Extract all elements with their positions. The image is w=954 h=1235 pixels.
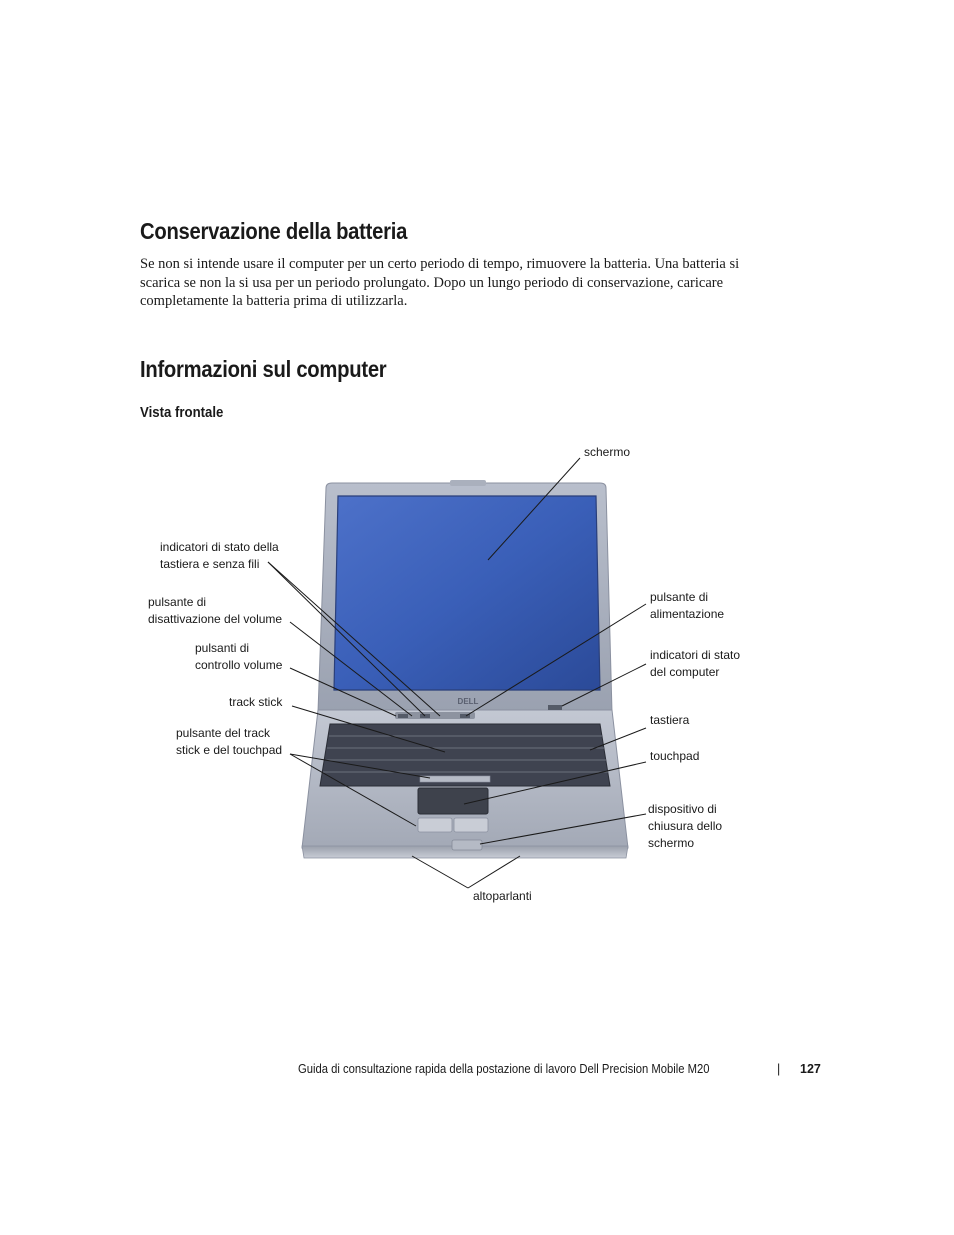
callout-line: tastiera e senza fili [160, 557, 260, 571]
footer-title: Guida di consultazione rapida della post… [298, 1062, 710, 1076]
screen [333, 495, 601, 691]
callout-display: schermo [584, 445, 631, 459]
keyboard [319, 723, 611, 787]
callout-track-stick-buttons: pulsante del track stick e del touchpad [176, 725, 282, 759]
battery-section-title: Conservazione della batteria [140, 218, 408, 244]
callout-line: pulsante di [148, 595, 207, 609]
callout-line: dispositivo di [648, 802, 717, 816]
callout-keyboard-status-lights: indicatori di stato della tastiera e sen… [160, 539, 279, 573]
callout-touchpad: touchpad [650, 749, 700, 763]
callout-track-stick: track stick [229, 695, 283, 709]
callout-device-status-lights: indicatori di stato del computer [650, 647, 740, 681]
callout-line: pulsante di [650, 590, 709, 604]
leader-lines [267, 457, 647, 889]
callout-display-latch: dispositivo di chiusura dello schermo [648, 801, 722, 852]
callout-speakers: altoparlanti [473, 889, 532, 903]
callout-line: disattivazione del volume [148, 612, 283, 626]
page-number: 127 [800, 1062, 821, 1076]
front-edge [301, 845, 629, 859]
touchpad-surface [417, 787, 489, 815]
footer-separator: | [777, 1062, 781, 1076]
callout-line: pulsanti di [195, 641, 250, 655]
front-view-subtitle: Vista frontale [140, 404, 224, 421]
callout-line: pulsante del track [176, 726, 271, 740]
callout-line: alimentazione [650, 607, 725, 621]
callout-power-button: pulsante di alimentazione [650, 589, 724, 623]
dell-logo: DELL [458, 697, 479, 706]
callout-line: del computer [650, 665, 720, 679]
battery-paragraph: Se non si intende usare il computer per … [140, 256, 740, 309]
callout-line: stick e del touchpad [176, 743, 283, 757]
callout-keyboard: tastiera [650, 713, 690, 727]
display-latch [451, 839, 483, 851]
callout-mute-button: pulsante di disattivazione del volume [148, 594, 282, 628]
callout-line: indicatori di stato [650, 648, 741, 662]
callout-volume-buttons: pulsanti di controllo volume [195, 640, 282, 674]
callout-line: controllo volume [195, 658, 283, 672]
callout-line: indicatori di stato della [160, 540, 279, 554]
callout-line: chiusura dello [648, 819, 723, 833]
callout-line: schermo [648, 836, 695, 850]
computer-section-title: Informazioni sul computer [140, 356, 387, 382]
